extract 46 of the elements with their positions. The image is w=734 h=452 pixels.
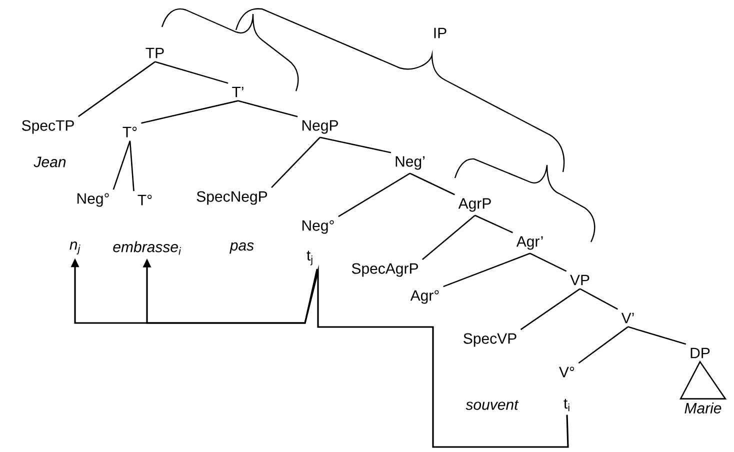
branch-line [578, 326, 628, 364]
branch-line [141, 100, 238, 124]
tree-label: Agr’ [516, 236, 543, 250]
branch-line [112, 140, 131, 190]
branch-line [474, 214, 513, 234]
branch-line [320, 136, 392, 154]
branch-line [422, 214, 476, 260]
branch-line [628, 326, 686, 345]
tree-label: Neg° [77, 193, 109, 207]
text-label: souvent [466, 400, 519, 410]
branch-line [78, 61, 156, 118]
text-label: IP [434, 28, 446, 38]
branch-line [410, 172, 455, 196]
tree-label: embrasse$_{i}$ [113, 241, 182, 255]
tree-label: Marie [684, 402, 722, 414]
branch-line [520, 288, 580, 330]
tree-label: n$_{j}$ [70, 242, 80, 254]
tree-label: DP [690, 348, 710, 358]
branch-line [154, 61, 228, 84]
tree-label: Agr° [410, 290, 439, 304]
branch-line [238, 100, 298, 118]
tree-label: SpecAgrP [352, 263, 418, 277]
branch-line [443, 252, 530, 288]
tree-label: SpecNegP [196, 191, 268, 205]
tree-label: T° [122, 126, 137, 138]
tree-label: t$_{j}$ [306, 250, 312, 266]
text-label: Jean [34, 156, 66, 168]
tree-label: TP [146, 48, 164, 58]
tree-label: Neg’ [396, 156, 424, 170]
tree-label: t$_{i}$ [564, 398, 570, 412]
text-label: pas [230, 242, 254, 254]
tree-label: SpecVP [464, 333, 516, 347]
branch-line [338, 172, 410, 218]
branch-line [129, 140, 134, 192]
tree-label: V’ [621, 312, 634, 324]
tree-label: T’ [232, 86, 244, 98]
tree-label: NegP [302, 120, 338, 134]
tree-label: T° [138, 194, 152, 206]
branch-line [271, 136, 320, 188]
tree-label: AgrP [458, 198, 491, 212]
tree-label: Neg° [302, 220, 334, 234]
tree-label: VP [570, 274, 590, 286]
branch-line [580, 288, 618, 310]
branch-line [530, 252, 567, 272]
tree-label: V° [559, 366, 574, 378]
tree-label: SpecTP [22, 120, 74, 134]
